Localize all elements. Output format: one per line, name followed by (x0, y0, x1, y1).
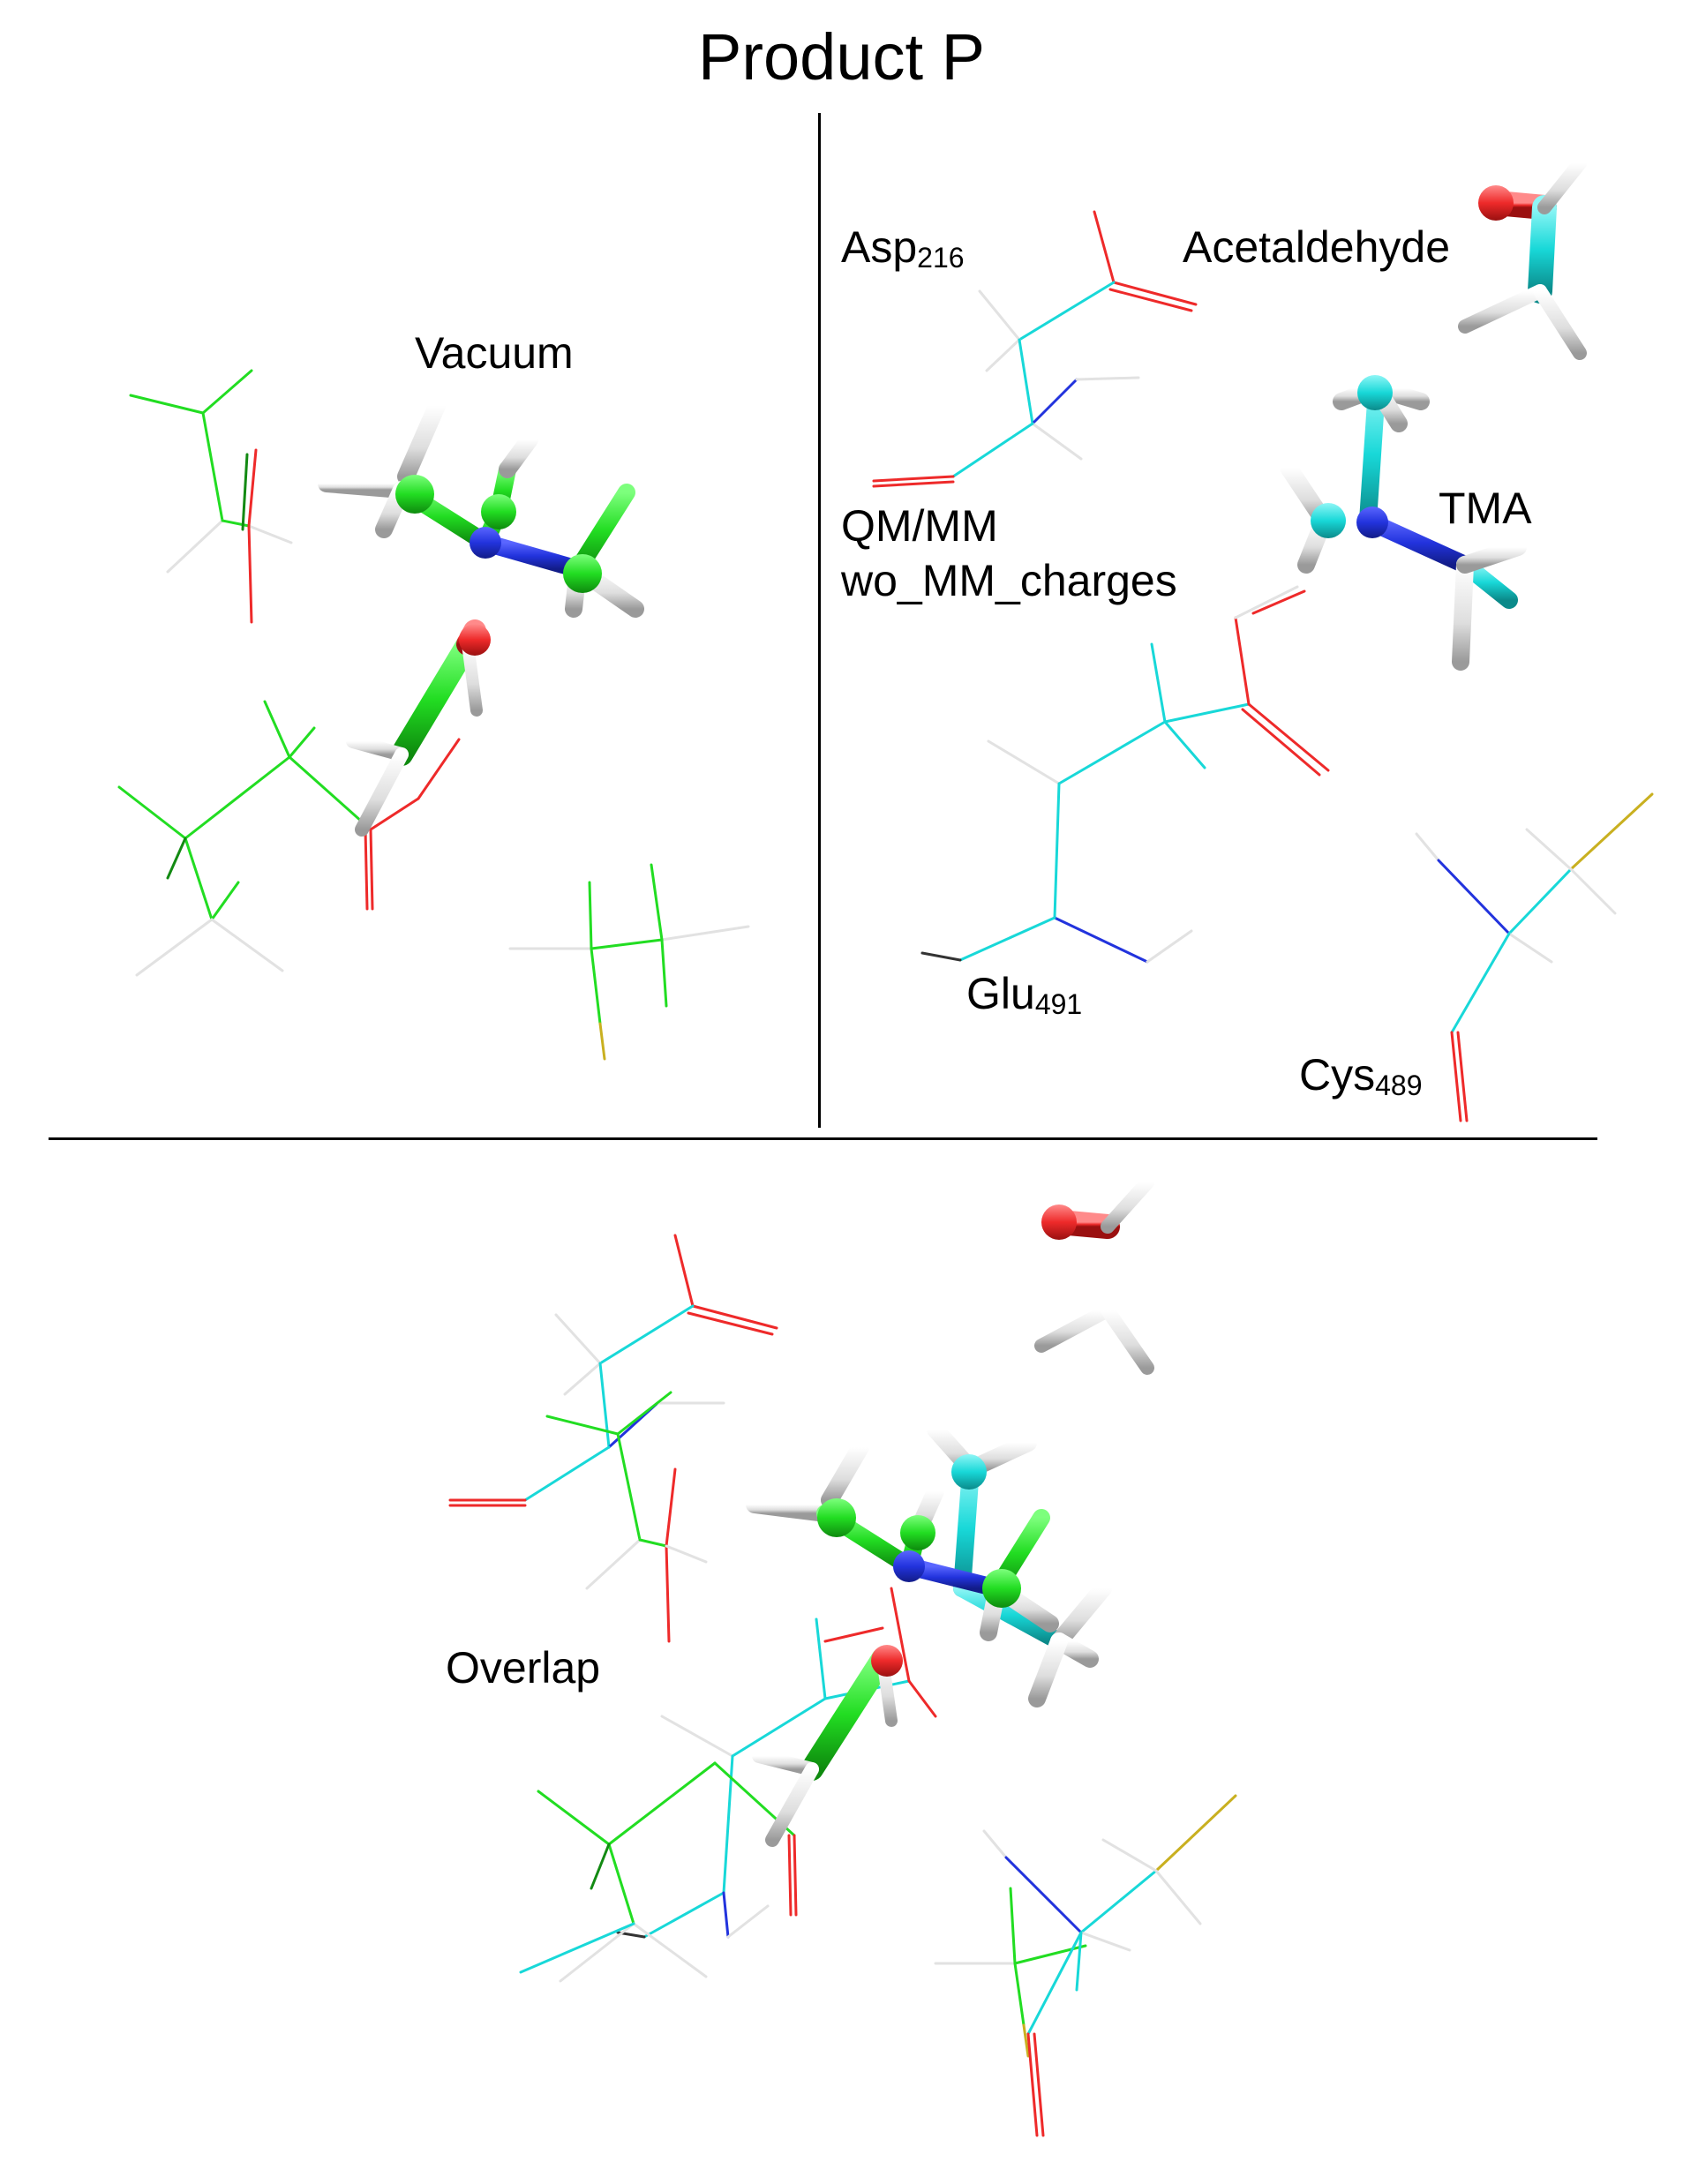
overlap-structure (448, 1175, 1237, 2137)
glu491-label: Glu491 (966, 969, 1082, 1021)
overlap-label: Overlap (446, 1643, 601, 1692)
cys-name: Cys (1299, 1050, 1376, 1100)
tma-label: TMA (1439, 484, 1532, 533)
vacuum-structure (117, 369, 750, 1061)
qmmm-label-line2: wo_MM_charges (841, 556, 1177, 605)
asp216-label: Asp216 (841, 222, 965, 274)
cys489-label: Cys489 (1299, 1050, 1423, 1102)
asp-number: 216 (917, 242, 965, 274)
vacuum-label: Vacuum (415, 328, 574, 378)
glu-name: Glu (966, 969, 1035, 1018)
cys-number: 489 (1375, 1069, 1423, 1101)
acetaldehyde-label: Acetaldehyde (1183, 222, 1451, 272)
qmmm-structure (872, 156, 1654, 1122)
vertical-divider (818, 113, 821, 1128)
qmmm-label-line1: QM/MM (841, 501, 998, 551)
glu-number: 491 (1034, 988, 1083, 1020)
figure-title: Product P (698, 20, 985, 94)
asp-name: Asp (841, 222, 918, 272)
horizontal-divider (49, 1137, 1597, 1140)
